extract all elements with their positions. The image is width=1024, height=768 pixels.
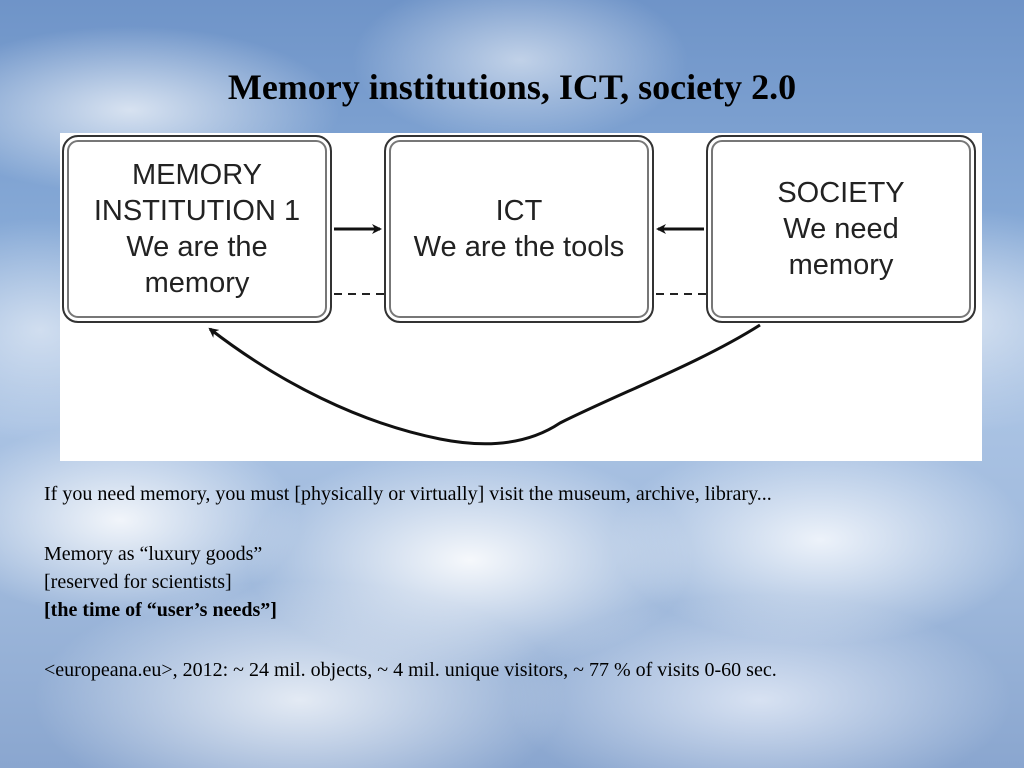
body-line-europeana-stats: <europeana.eu>, 2012: ~ 24 mil. objects,… xyxy=(44,659,777,681)
society-box: SOCIETY We need memory xyxy=(706,135,976,323)
slide-body: If you need memory, you must [physically… xyxy=(44,480,1004,684)
box-line: MEMORY xyxy=(132,159,262,191)
ict-box: ICT We are the tools xyxy=(384,135,654,323)
memory-institution-box: MEMORY INSTITUTION 1 We are the memory xyxy=(62,135,332,323)
body-line-visit: If you need memory, you must [physically… xyxy=(44,483,772,505)
box-line: SOCIETY xyxy=(777,177,905,209)
slide-title: Memory institutions, ICT, society 2.0 xyxy=(227,67,797,107)
box-line: We are the xyxy=(126,231,268,263)
curved-return-arrow xyxy=(208,323,761,446)
body-line-user-needs: [the time of “user’s needs”] xyxy=(44,599,277,621)
box-line: memory xyxy=(788,249,894,281)
box-line: INSTITUTION 1 xyxy=(93,195,301,227)
flow-diagram: MEMORY INSTITUTION 1 We are the memory I… xyxy=(60,133,982,461)
box-line: memory xyxy=(144,267,250,299)
body-line-scientists: [reserved for scientists] xyxy=(44,571,232,593)
box-line: We are the tools xyxy=(413,231,625,263)
box-line: We need xyxy=(783,213,899,245)
body-line-luxury: Memory as “luxury goods” xyxy=(44,543,263,565)
box-line: ICT xyxy=(495,195,543,227)
